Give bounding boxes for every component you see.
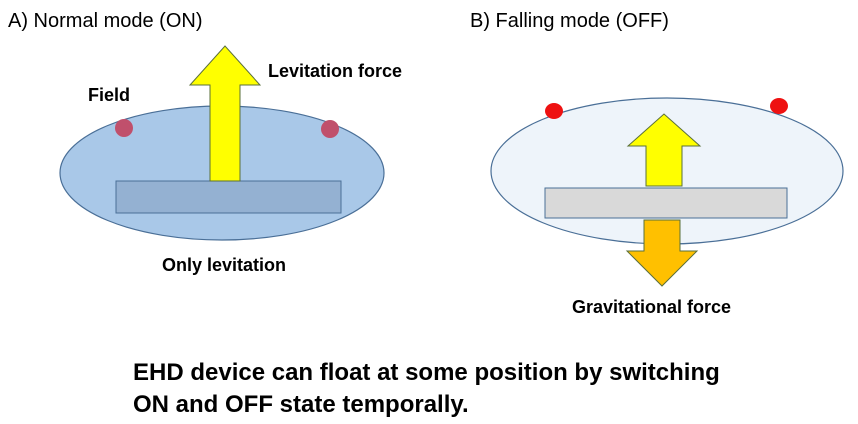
- field-dot-right-on: [321, 120, 339, 138]
- only-levitation-caption: Only levitation: [162, 255, 286, 275]
- small-levitation-arrow: [626, 113, 702, 187]
- gravitational-force-arrow: [625, 219, 699, 287]
- summary-line-2: ON and OFF state temporally.: [133, 391, 469, 418]
- gravitational-force-label: Gravitational force: [572, 297, 731, 317]
- summary-text: EHD device can float at some position by…: [133, 359, 720, 418]
- panel-a-title: A) Normal mode (ON): [8, 10, 202, 32]
- panel-b-title: B) Falling mode (OFF): [470, 10, 669, 32]
- levitation-force-arrow: [188, 45, 262, 182]
- field-dot-right-off: [770, 98, 788, 114]
- plate-on: [115, 180, 342, 214]
- panel-falling-mode: B) Falling mode (OFF) Gravitational forc…: [470, 10, 844, 317]
- field-dot-left-off: [545, 103, 563, 119]
- levitation-force-label: Levitation force: [268, 61, 402, 81]
- panel-normal-mode: A) Normal mode (ON) Field Levitation for…: [8, 10, 402, 275]
- field-dot-left-on: [115, 119, 133, 137]
- plate-off: [544, 187, 788, 219]
- field-label: Field: [88, 85, 130, 105]
- summary-line-1: EHD device can float at some position by…: [133, 359, 720, 386]
